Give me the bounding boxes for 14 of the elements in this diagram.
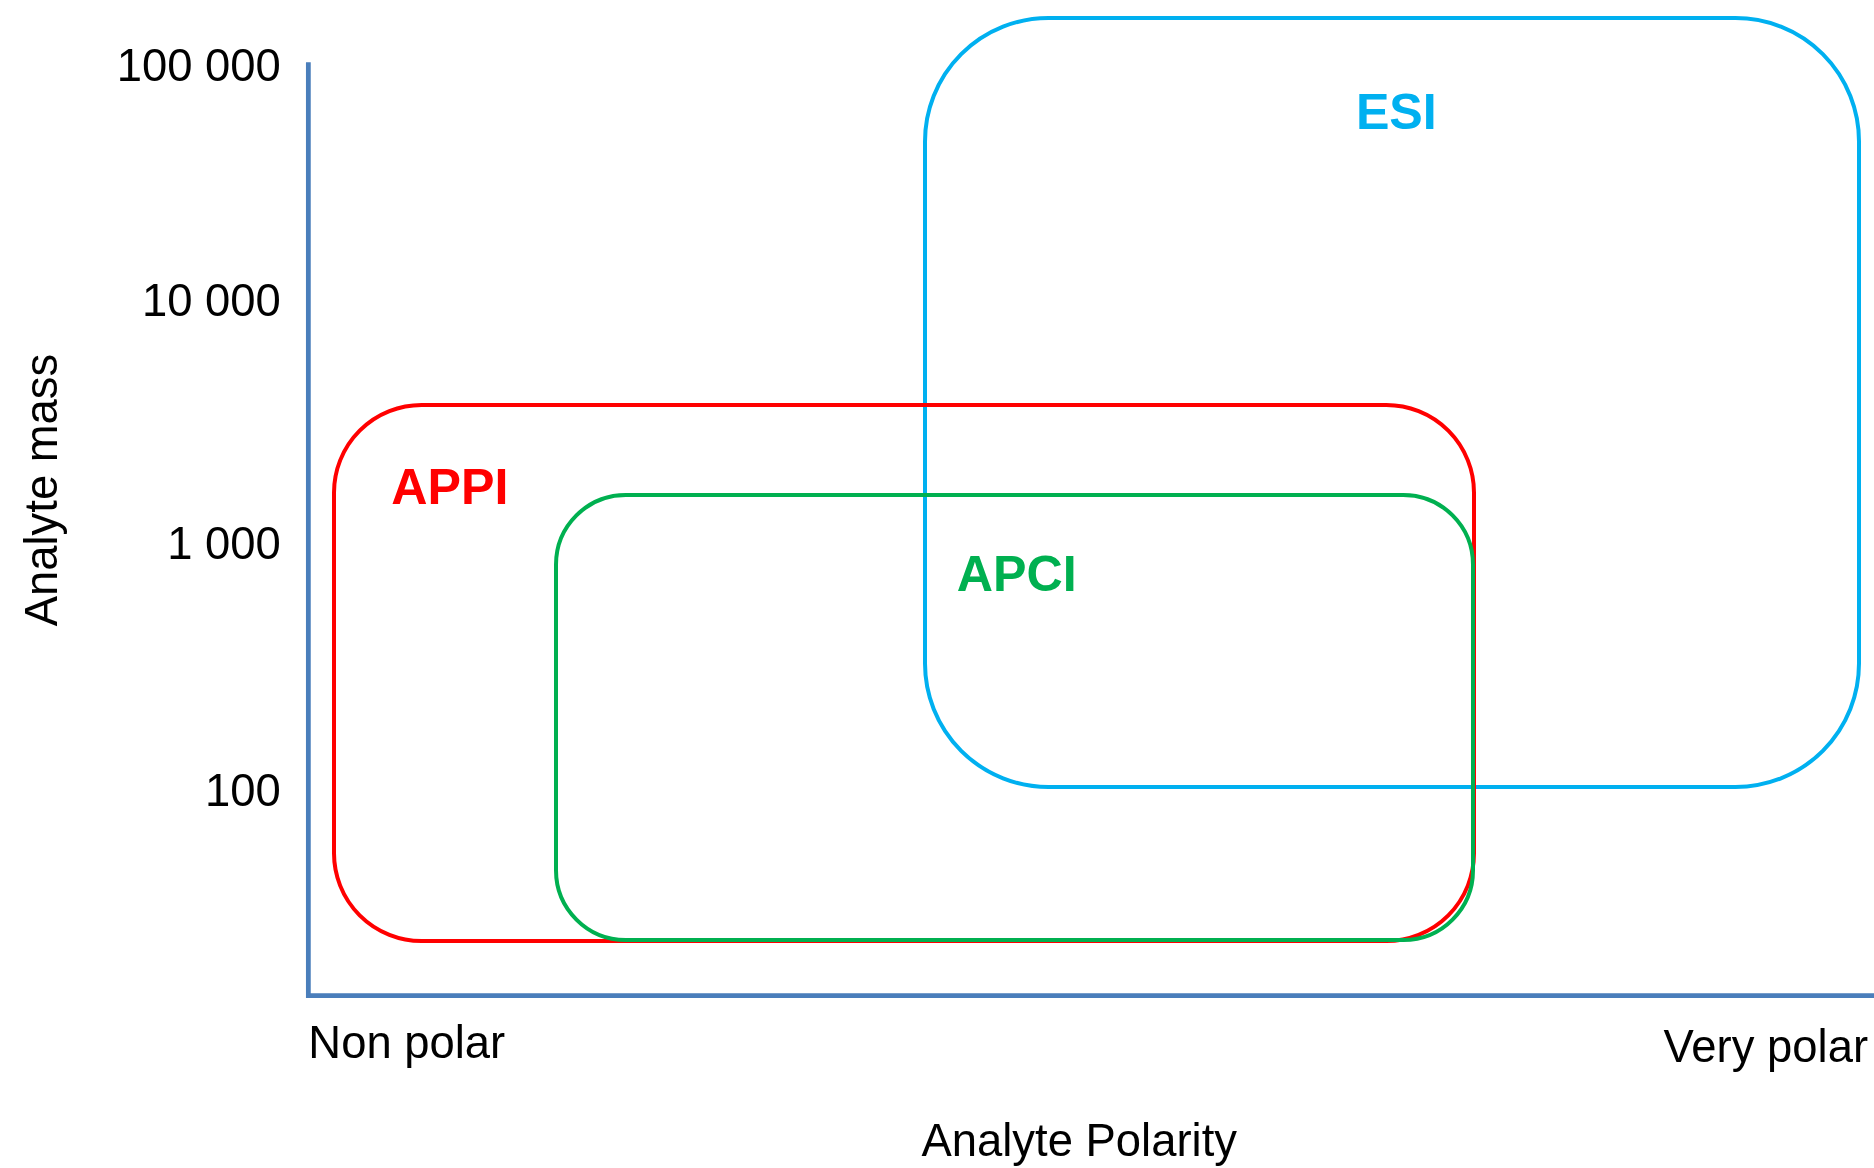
axis-end-label: Very polar (1663, 1024, 1868, 1070)
region-label: APCI (956, 549, 1077, 600)
axis-title: Analyte Polarity (921, 1118, 1237, 1165)
region-box (922, 15, 1861, 789)
region-box (332, 402, 1476, 943)
region-label: ESI (1355, 86, 1437, 137)
axis-tick-label: 1 000 (167, 521, 281, 567)
region-box (553, 492, 1476, 943)
axis-title: Analyte mass (19, 353, 65, 627)
axis-end-label: Non polar (308, 1020, 506, 1067)
axis-tick-label: 100 (205, 768, 281, 814)
axis-tick-label: 100 000 (116, 43, 281, 89)
axis-tick-label: 10 000 (141, 278, 281, 324)
region-label: APPI (391, 461, 509, 512)
